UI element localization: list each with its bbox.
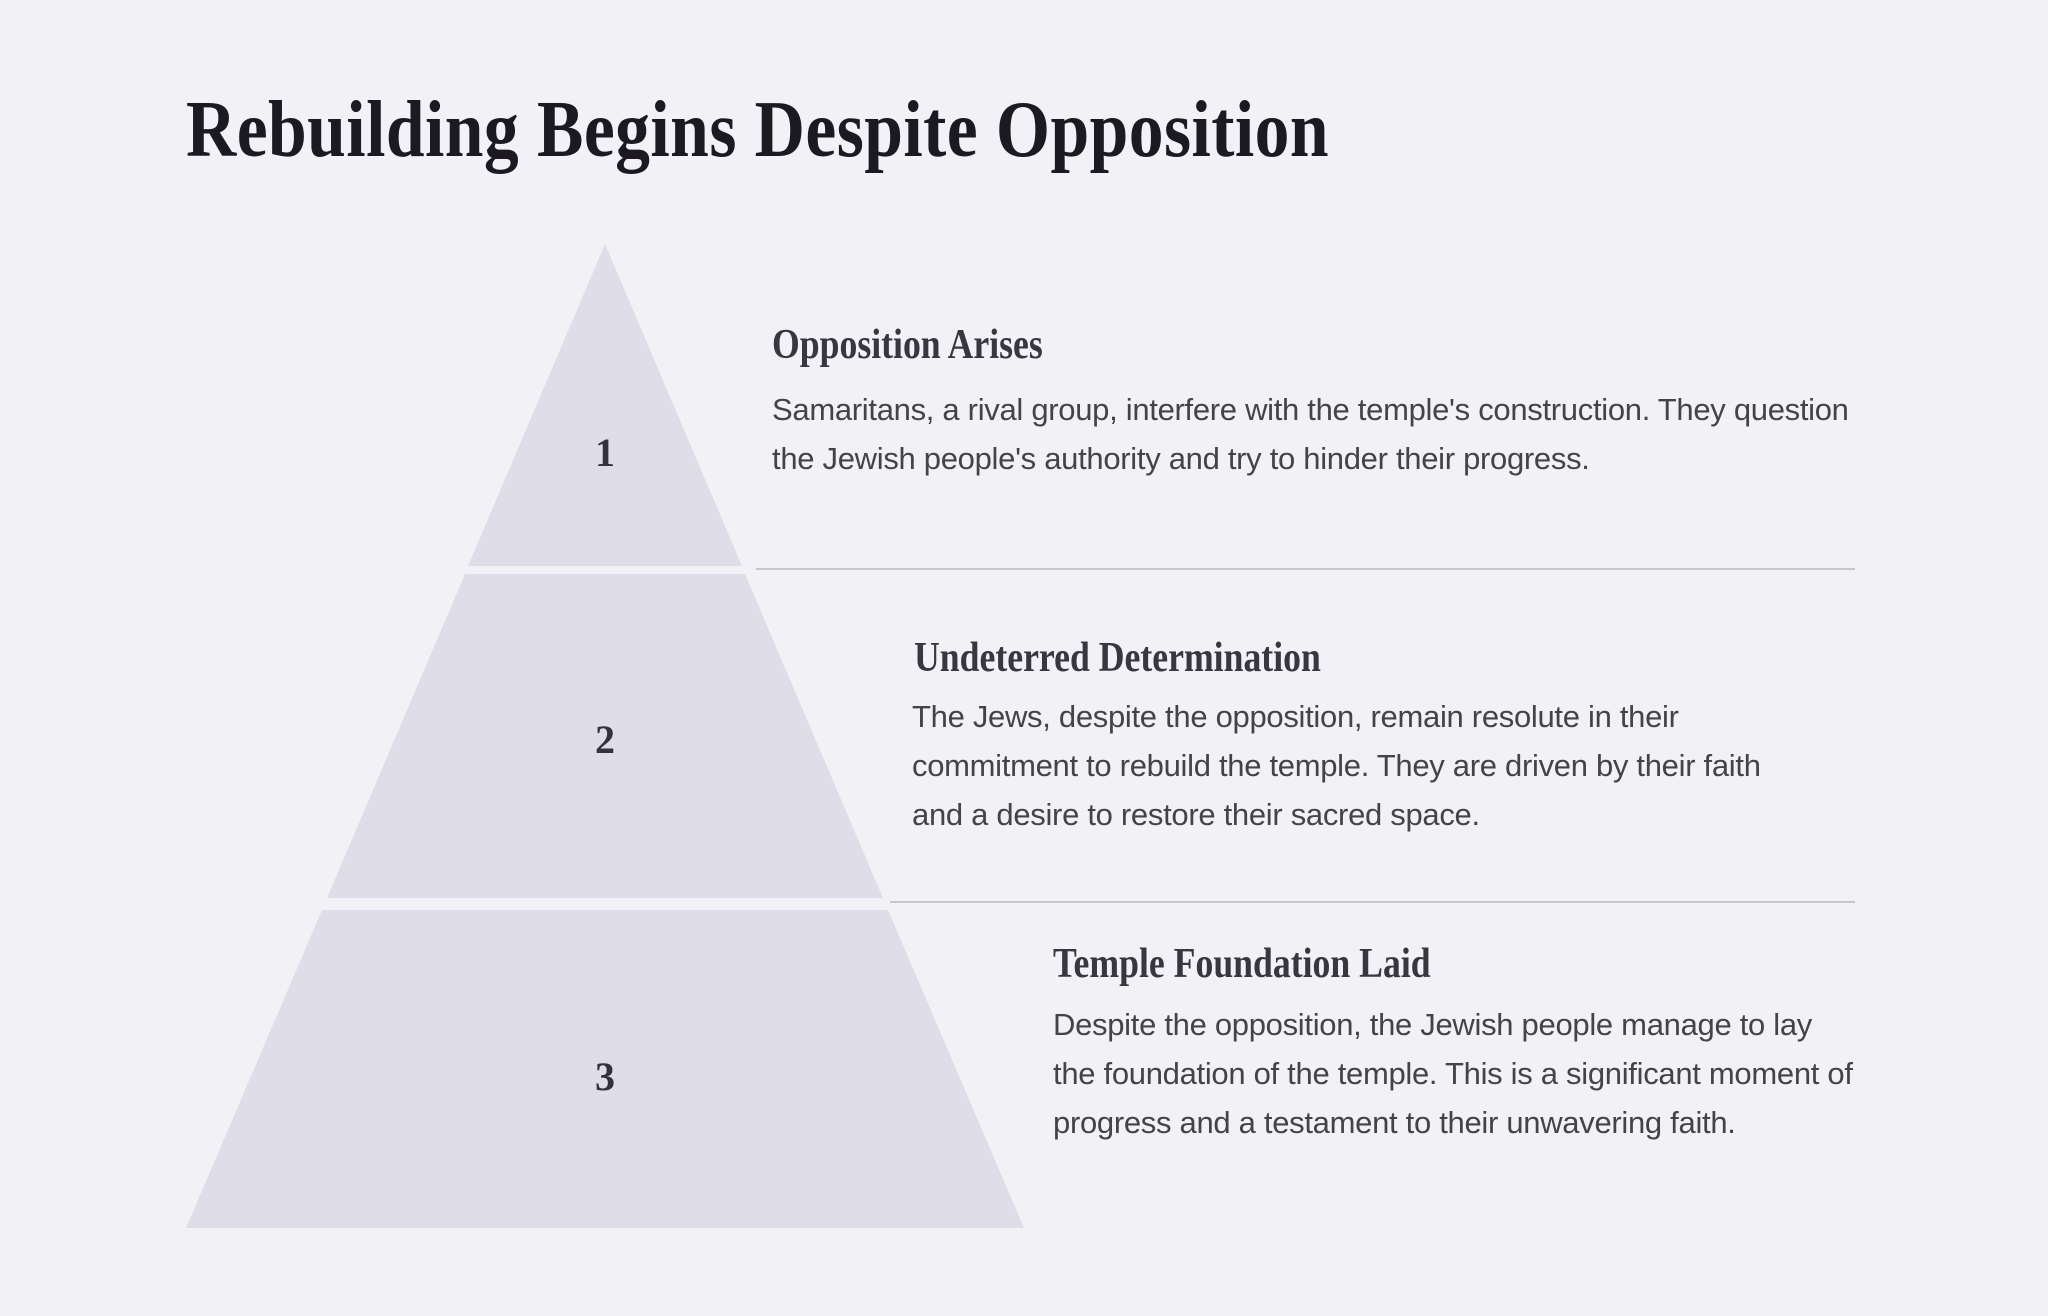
section-1-heading: Opposition Arises bbox=[772, 322, 1043, 368]
section-3-heading: Temple Foundation Laid bbox=[1053, 941, 1431, 987]
section-3-body: Despite the opposition, the Jewish peopl… bbox=[1053, 1007, 1853, 1140]
section-divider-1 bbox=[756, 568, 1855, 570]
pyramid-tier-1 bbox=[468, 244, 742, 566]
pyramid-tier-3 bbox=[186, 910, 1024, 1228]
section-2-body: The Jews, despite the opposition, remain… bbox=[912, 699, 1761, 832]
section-2-heading: Undeterred Determination bbox=[914, 635, 1321, 681]
tier-2-number: 2 bbox=[595, 717, 615, 762]
tier-3-number: 3 bbox=[595, 1054, 615, 1099]
section-1-body: Samaritans, a rival group, interfere wit… bbox=[772, 392, 1849, 476]
page-title: Rebuilding Begins Despite Opposition bbox=[186, 86, 1330, 174]
section-divider-2 bbox=[890, 901, 1855, 903]
tier-1-number: 1 bbox=[595, 430, 615, 475]
